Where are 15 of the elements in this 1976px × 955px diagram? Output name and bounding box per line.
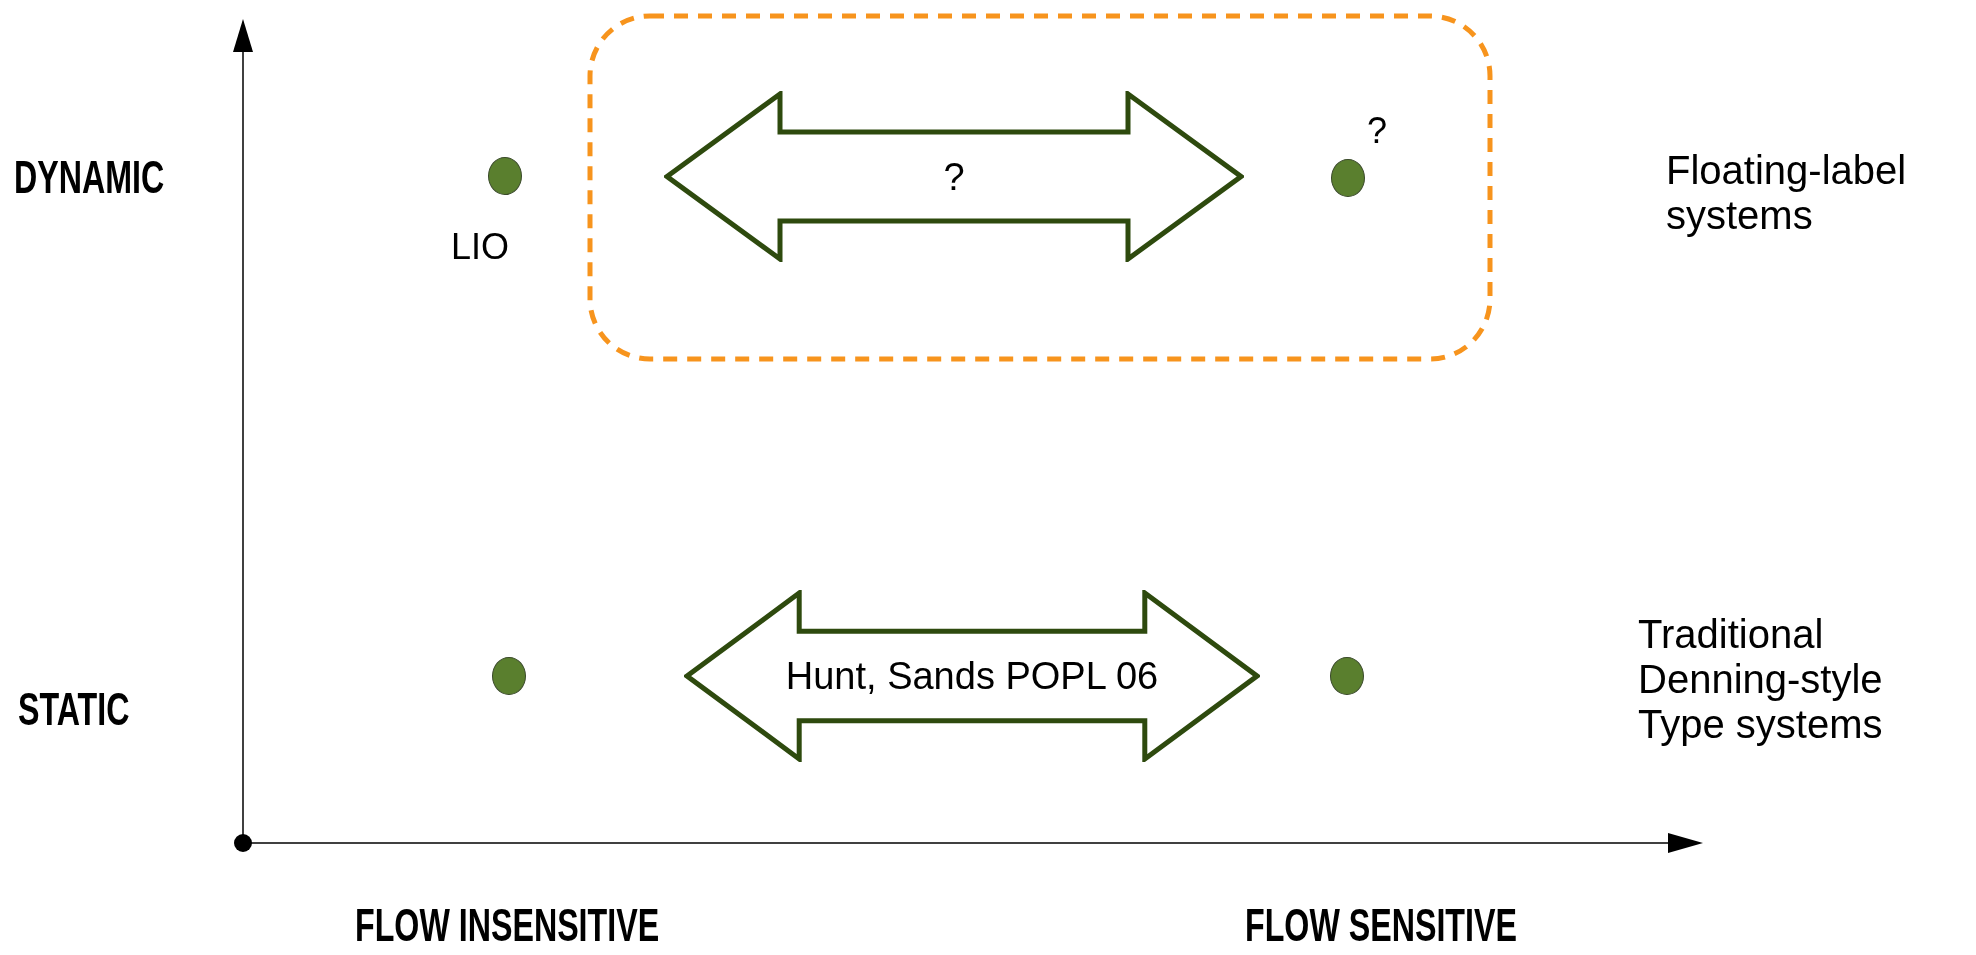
double-arrow [664,91,1244,262]
category-label: Traditional Denning-style Type systems [1638,612,1884,747]
axis-label: FLOW INSENSITIVE [355,898,660,952]
axis-label: STATIC [18,682,130,736]
arrow-label: ? [942,154,966,200]
double-arrow [684,590,1260,762]
dot [1330,657,1364,695]
axis-label: DYNAMIC [14,150,165,204]
axis-label: FLOW SENSITIVE [1245,898,1517,952]
point-label: LIO [451,226,510,268]
arrow-label: Hunt, Sands POPL 06 [784,654,1160,699]
dashed-group-outline [587,13,1493,362]
point-label: ? [1367,110,1388,152]
dot [492,657,526,695]
category-label: Floating-label systems [1666,148,1908,238]
